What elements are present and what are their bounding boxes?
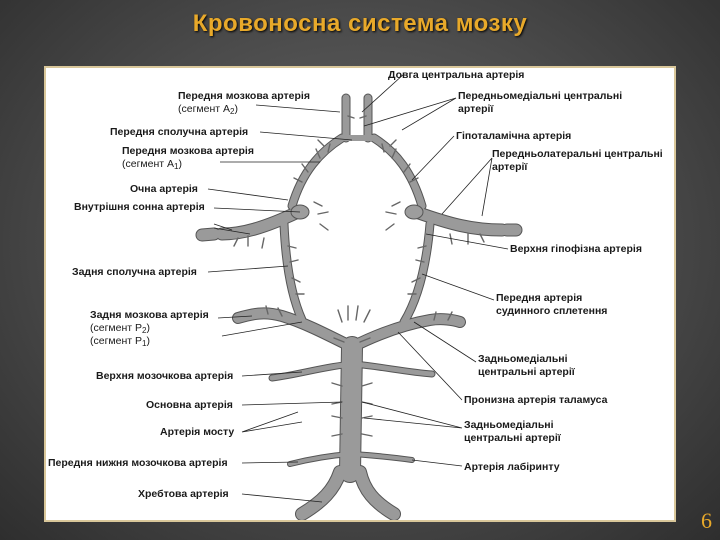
label-superior-hypophyseal: Верхня гіпофізна артерія	[510, 243, 642, 255]
label-posterior-communicating: Задня сполучна артерія	[72, 266, 197, 278]
circle-of-willis-figure: Довга центральна артерія Передня мозкова…	[44, 66, 676, 522]
label-pca-line1: Задня мозкова артерія	[90, 309, 209, 321]
labels: Довга центральна артерія Передня мозкова…	[48, 69, 663, 500]
label-aca-a1-line1: Передня мозкова артерія	[122, 145, 254, 157]
label-internal-carotid: Внутрішня сонна артерія	[74, 201, 205, 213]
label-posteromedial-central-2-line2: центральні артерії	[464, 432, 562, 444]
artery-diagram: Довга центральна артерія Передня мозкова…	[48, 69, 663, 520]
label-aca-a2-line1: Передня мозкова артерія	[178, 90, 310, 102]
leader-lines	[207, 73, 509, 503]
label-labyrinthine: Артерія лабіринту	[464, 461, 560, 473]
label-long-central-artery: Довга центральна артерія	[388, 69, 524, 81]
artery-network	[195, 93, 523, 520]
label-basilar: Основна артерія	[146, 399, 233, 411]
label-anterior-choroidal-line2: судинного сплетення	[496, 305, 607, 317]
label-posteromedial-central-1-line1: Задньомедіальні	[478, 353, 568, 365]
label-posteromedial-central-1-line2: центральні артерії	[478, 366, 576, 378]
label-vertebral: Хребтова артерія	[138, 488, 229, 500]
label-anterolateral-central-line2: артерії	[492, 161, 528, 173]
label-aca-a1-line2: (сегмент А1)	[122, 158, 182, 171]
slide-title: Кровоносна система мозку	[192, 10, 528, 37]
page-number: 6	[701, 508, 712, 533]
label-anterior-communicating: Передня сполучна артерія	[110, 126, 248, 138]
label-thalamoperforating: Пронизна артерія таламуса	[464, 394, 608, 406]
label-aica: Передня нижня мозочкова артерія	[48, 457, 228, 469]
label-superior-cerebellar: Верхня мозочкова артерія	[96, 370, 233, 382]
label-pontine: Артерія мосту	[160, 426, 234, 438]
label-posteromedial-central-2-line1: Задньомедіальні	[464, 419, 554, 431]
label-pca-p1: (сегмент Р1)	[90, 335, 150, 348]
label-anteromedial-central-line1: Передньомедіальні центральні	[458, 90, 622, 102]
label-ophthalmic: Очна артерія	[130, 183, 198, 195]
label-pca-p2: (сегмент Р2)	[90, 322, 150, 335]
label-anterior-choroidal-line1: Передня артерія	[496, 292, 582, 304]
label-hypothalamic: Гіпоталамічна артерія	[456, 130, 571, 142]
label-anteromedial-central-line2: артерії	[458, 103, 494, 115]
label-aca-a2-line2: (сегмент А2)	[178, 103, 238, 116]
label-anterolateral-central-line1: Передньолатеральні центральні	[492, 148, 663, 160]
